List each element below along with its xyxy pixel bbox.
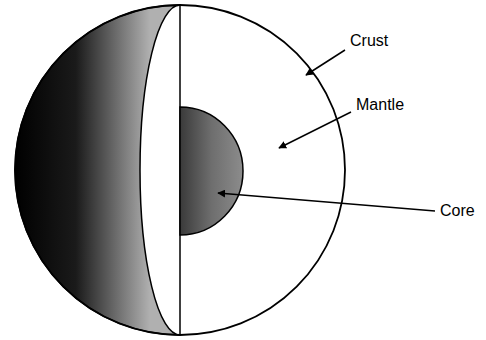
core-shape (180, 107, 243, 235)
part-label: Core (440, 202, 475, 220)
shaded-hemisphere (15, 5, 180, 335)
crust-outline (15, 5, 345, 335)
leader-line (218, 193, 435, 211)
part-label: Mantle (356, 96, 404, 114)
part-label: Crust (350, 32, 388, 50)
leader-line (279, 112, 351, 148)
earth-body (15, 5, 345, 335)
leader-line (306, 50, 345, 75)
